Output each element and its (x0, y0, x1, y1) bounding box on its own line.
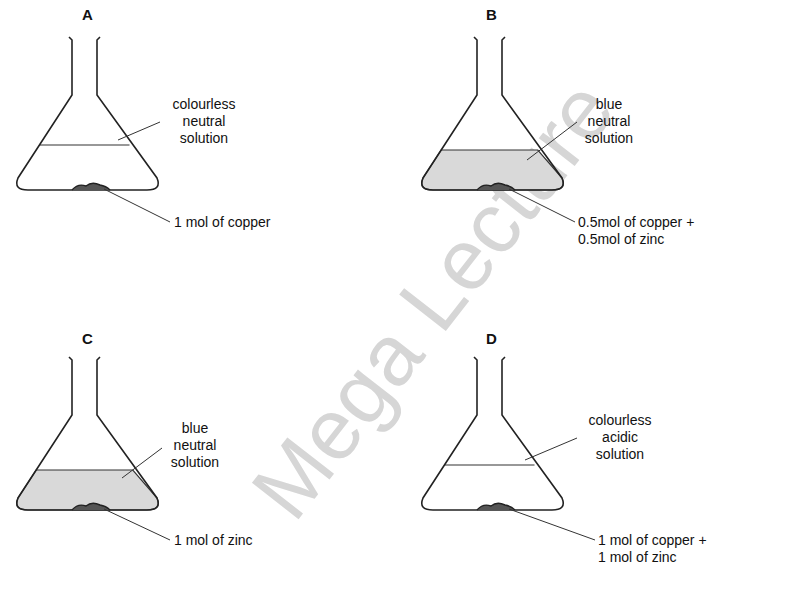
solution-label: blue neutral solution (163, 420, 227, 471)
watermark: Mega Lecture (232, 62, 634, 537)
solution-label: colourless acidic solution (578, 412, 662, 463)
flask-letter: A (82, 6, 93, 23)
flask-a (17, 37, 170, 222)
metal-label: 1 mol of copper (174, 214, 271, 231)
flask-d (422, 357, 595, 540)
solution-label: blue neutral solution (577, 96, 641, 147)
flask-b (422, 37, 577, 222)
metal-label: 0.5mol of copper + 0.5mol of zinc (578, 214, 706, 248)
flask-letter: D (486, 330, 497, 347)
flask-letter: C (82, 330, 93, 347)
solution-label: colourless neutral solution (162, 96, 246, 147)
metal-label: 1 mol of zinc (174, 532, 253, 549)
metal-label: 1 mol of copper + 1 mol of zinc (598, 532, 714, 566)
flask-c (17, 357, 170, 540)
flask-letter: B (486, 6, 497, 23)
